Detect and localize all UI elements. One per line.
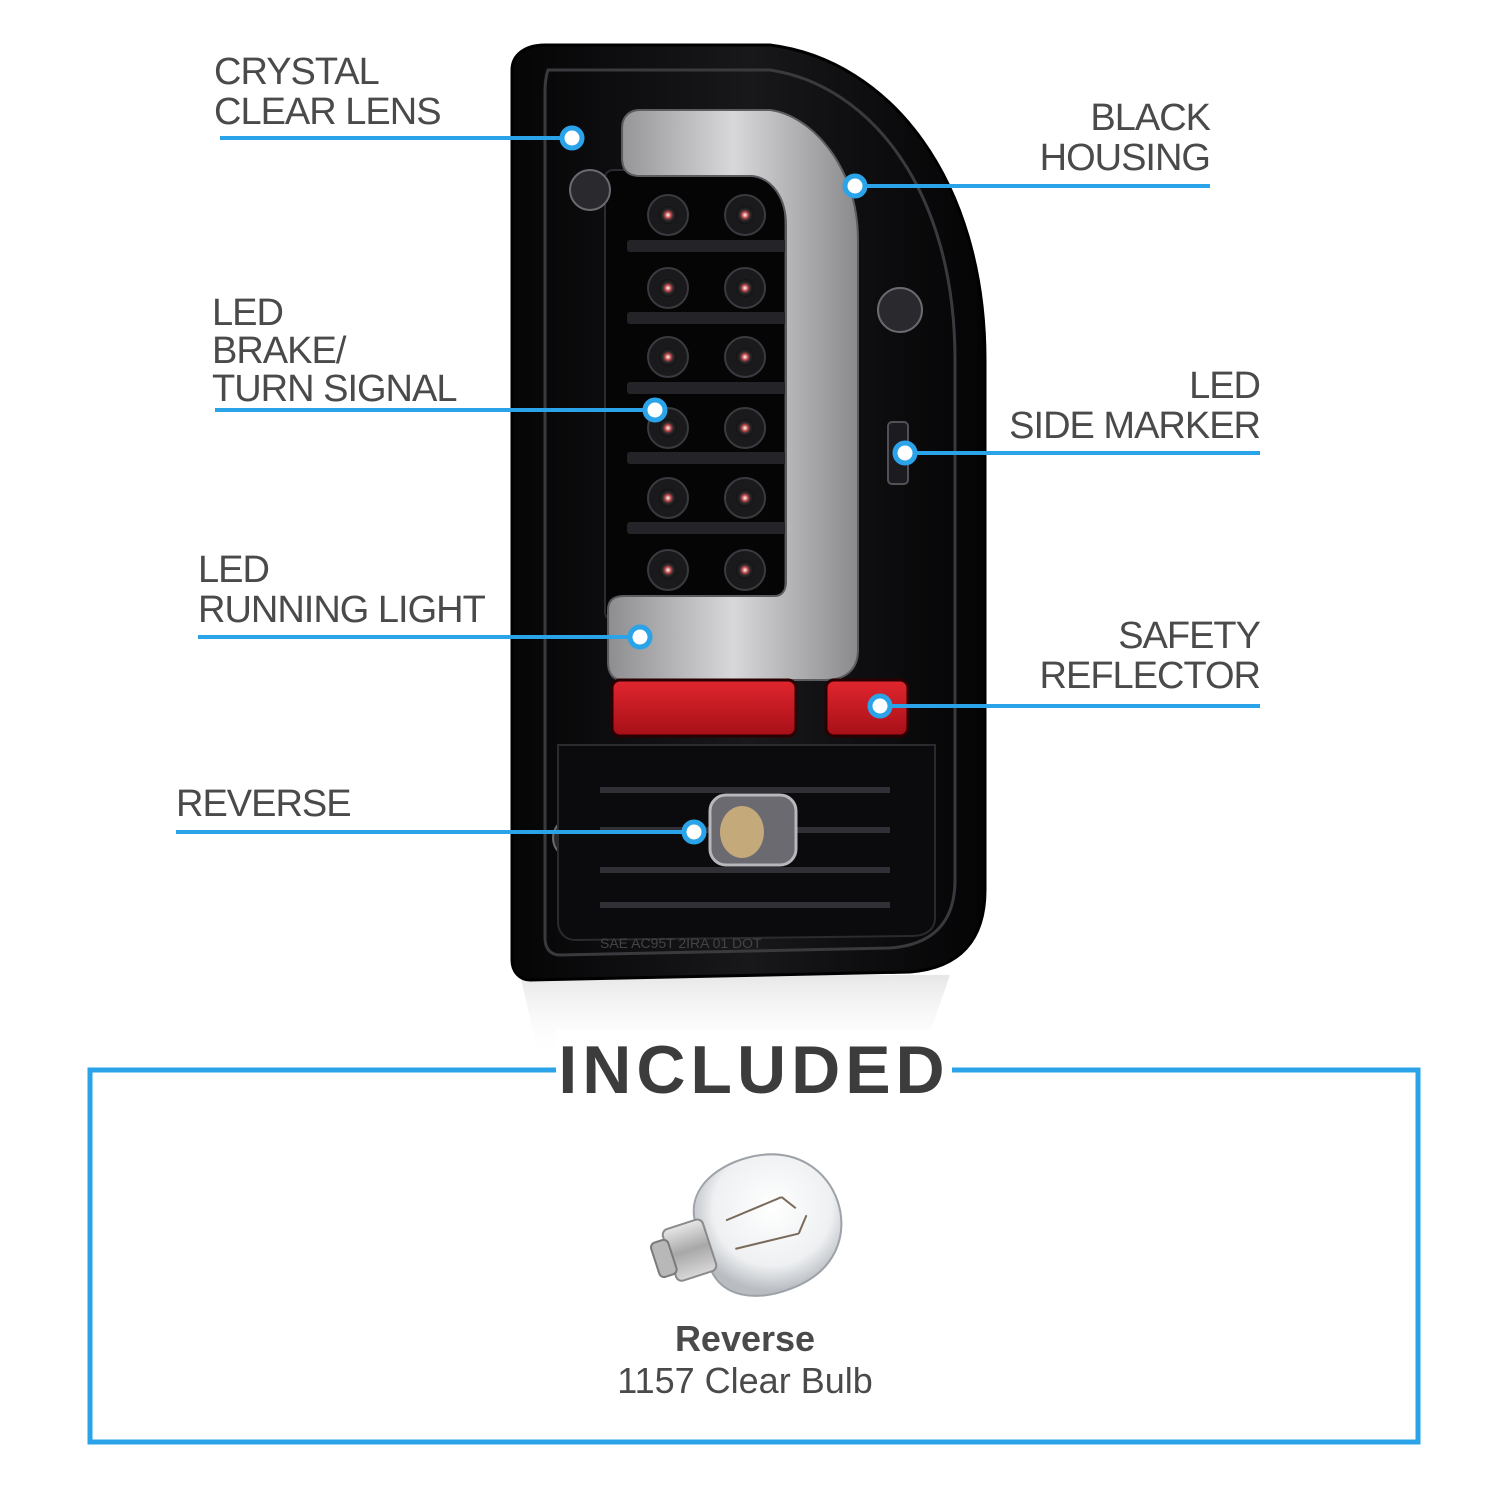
callout-black-housing: BLACK HOUSING [1039,97,1211,179]
led-chip [736,348,754,366]
led-chip [659,419,677,437]
led-chip [659,279,677,297]
callout-dot-black-housing [842,173,868,199]
led-chip [659,561,677,579]
callout-crystal-clear-lens: CRYSTAL CLEAR LENS [214,51,442,133]
safety-reflector-large [610,678,798,738]
led-chip [736,561,754,579]
callout-dot-safety-reflector [867,693,893,719]
included-box [87,1067,1421,1445]
led-chip [736,279,754,297]
reverse-bulb-socket [708,793,798,867]
clear-lens-edge [543,68,957,957]
callout-dots [559,125,918,845]
callout-dot-led-brake [642,397,668,423]
led-array [647,194,766,591]
led-chamber [604,169,786,621]
running-light-bar [607,109,859,681]
callout-dot-reverse [681,819,707,845]
led-dividers [627,240,787,534]
led-chip [659,206,677,224]
callout-led-running-light: LED RUNNING LIGHT [198,549,486,631]
led-chip [736,206,754,224]
callout-dot-running-light [627,624,653,650]
callout-reverse: REVERSE [176,783,352,825]
callout-dot-crystal-lens [559,125,585,151]
callout-dot-side-marker [892,440,918,466]
led-chip [659,348,677,366]
callout-led-brake-turn-signal: LED BRAKE/ TURN SIGNAL [212,292,457,410]
callout-led-side-marker: LED SIDE MARKER [1009,365,1261,447]
included-item-desc: 1157 Clear Bulb [617,1360,873,1401]
callout-safety-reflector: SAFETY REFLECTOR [1039,615,1261,697]
callout-lines [176,136,1260,834]
lens-molding-text: SAE AC95T 2IRA 01 DOT [600,935,762,951]
led-chip [736,489,754,507]
included-title: INCLUDED [556,1030,952,1110]
included-item-name: Reverse [674,1318,816,1359]
bulb-1157-icon [650,1153,843,1297]
led-chip [736,419,754,437]
led-chip [659,489,677,507]
